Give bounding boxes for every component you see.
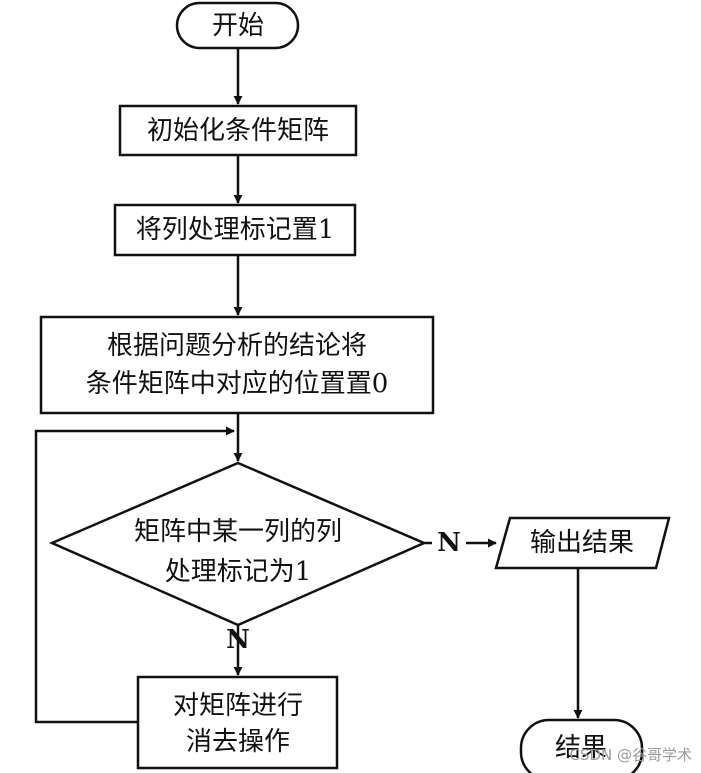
set-zero-label-line1: 根据问题分析的结论将	[107, 331, 367, 361]
set-zero-node: 根据问题分析的结论将 条件矩阵中对应的位置置0	[39, 315, 435, 415]
output-label: 输出结果	[530, 528, 634, 558]
output-node: 输出结果	[494, 516, 671, 570]
start-node: 开始	[175, 1, 300, 50]
edge-loop-back	[34, 426, 235, 724]
set-zero-label-line2: 条件矩阵中对应的位置置0	[86, 369, 389, 399]
set-flags-box	[113, 203, 357, 257]
no-down-label: N	[226, 625, 250, 655]
set-flags-label: 将列处理标记置1	[136, 215, 335, 245]
end-node: 结果	[519, 718, 644, 773]
end-label: 结果	[555, 733, 607, 763]
start-shape	[175, 1, 300, 50]
eliminate-box	[136, 675, 339, 770]
set-zero-box	[39, 315, 435, 415]
no-right-label: N	[437, 528, 461, 558]
output-shape	[494, 516, 671, 570]
init-matrix-box	[118, 104, 358, 157]
set-flags-node: 将列处理标记置1	[113, 203, 357, 257]
end-shape	[519, 718, 644, 773]
edges	[34, 48, 583, 724]
decision-label-line1: 矩阵中某一列的列	[134, 517, 342, 547]
eliminate-node: 对矩阵进行 消去操作	[136, 675, 339, 770]
start-label: 开始	[212, 11, 264, 41]
init-matrix-label: 初始化条件矩阵	[147, 116, 329, 146]
eliminate-label-line2: 消去操作	[186, 727, 290, 757]
eliminate-label-line1: 对矩阵进行	[173, 691, 303, 721]
decision-label-line2: 处理标记为1	[165, 557, 312, 587]
decision-node: 矩阵中某一列的列 处理标记为1	[48, 461, 428, 627]
watermark: CSDN @谷哥学术	[569, 746, 692, 764]
init-matrix-node: 初始化条件矩阵	[118, 104, 358, 157]
decision-diamond	[48, 461, 428, 627]
